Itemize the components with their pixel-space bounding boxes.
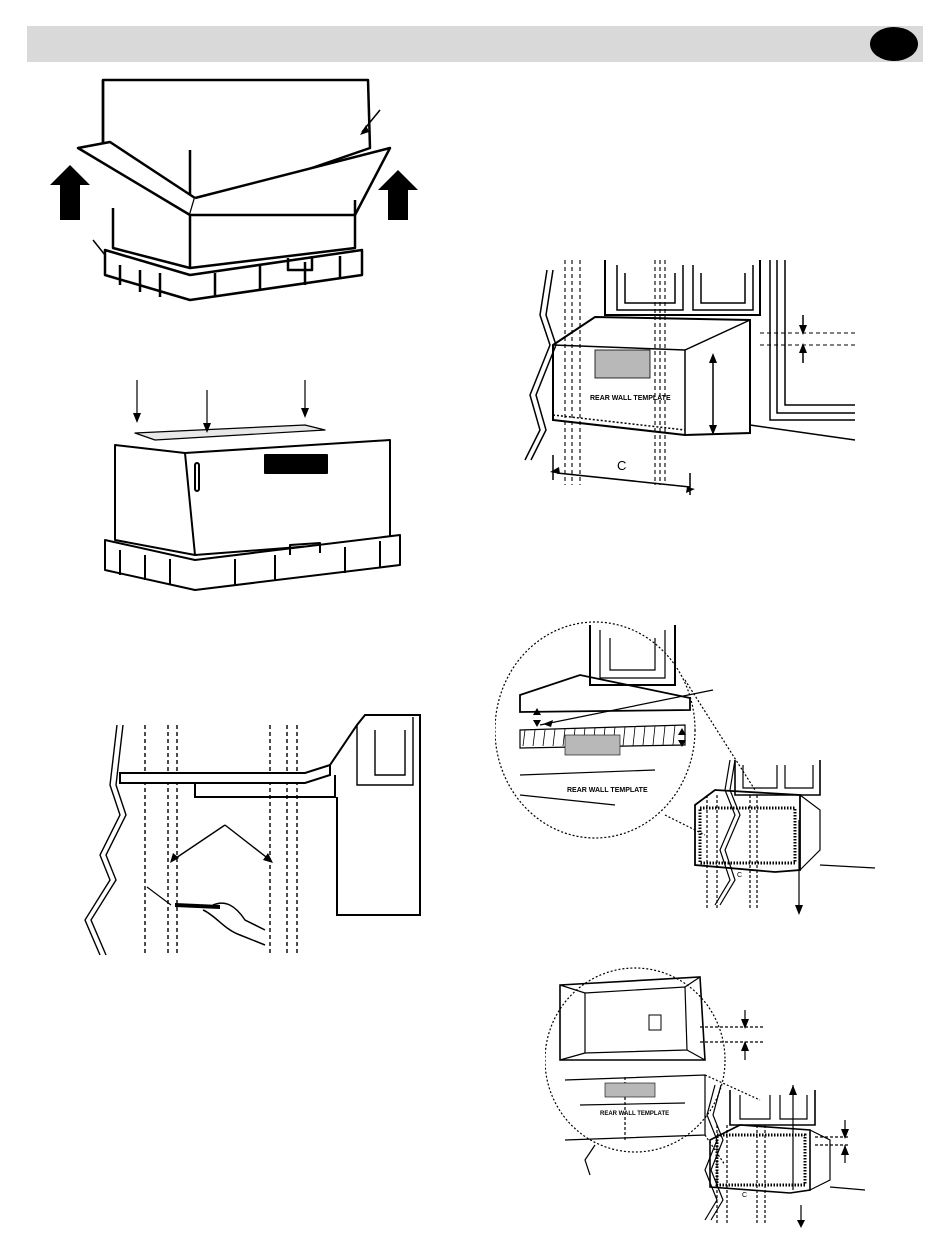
- template-title: REAR WALL TEMPLATE: [567, 787, 648, 794]
- figure-remove-plate: [95, 375, 410, 605]
- figure-template-cabinet: REAR WALL TEMPLATE C: [545, 965, 875, 1230]
- pencil-icon: [175, 903, 265, 945]
- template-title: REAR WALL TEMPLATE: [590, 395, 671, 402]
- dimension-label-c: C: [742, 1192, 747, 1199]
- dimension-label-c: C: [617, 458, 626, 473]
- figure-mark-studs: [75, 705, 440, 960]
- dimension-label-c: C: [737, 872, 742, 879]
- header-bar: [27, 26, 923, 62]
- language-badge: [870, 27, 918, 61]
- figure-remove-carton: [50, 70, 420, 310]
- figure-template-front: REAR WALL TEMPLATE C: [515, 255, 860, 495]
- template-title: REAR WALL TEMPLATE: [600, 1111, 669, 1117]
- figure-template-detail: REAR WALL TEMPLATE C: [495, 620, 880, 920]
- up-arrow-icon: [378, 170, 418, 220]
- screw-icon: [301, 380, 309, 418]
- up-arrow-icon: [50, 165, 90, 220]
- screw-icon: [133, 380, 141, 423]
